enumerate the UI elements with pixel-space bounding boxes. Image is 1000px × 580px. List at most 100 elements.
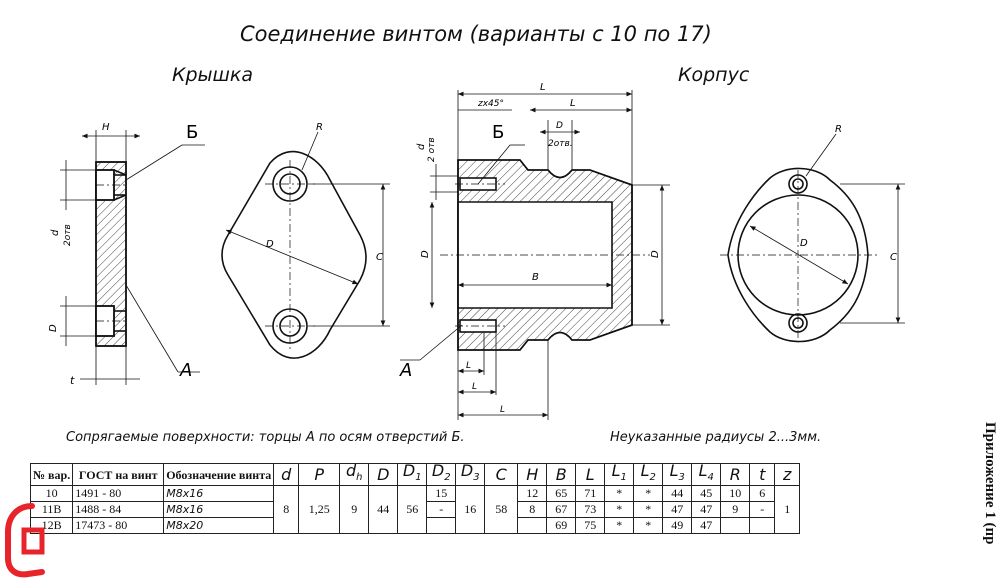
appendix-side-label: Приложение 1 (пр <box>982 422 998 545</box>
dim-L2: L <box>466 361 471 371</box>
cell-P: 1,25 <box>298 485 341 535</box>
col-L4: L4 <box>691 462 722 487</box>
cell-L1: * <box>604 501 635 519</box>
col-t: t <box>749 462 776 487</box>
cell-D: 44 <box>368 485 399 535</box>
cell-H <box>517 517 548 535</box>
dim-L4: L <box>570 98 576 109</box>
cell-B: 67 <box>546 501 577 519</box>
col-L3: L3 <box>662 462 693 487</box>
col-dh: dh <box>339 462 370 487</box>
body-section-view <box>400 90 670 420</box>
cell-L1: * <box>604 517 635 535</box>
cell-designation: M8x16 <box>163 501 275 519</box>
cell-L3: 49 <box>662 517 693 535</box>
col-D1: D1 <box>397 462 428 487</box>
cell-L2: * <box>633 501 664 519</box>
col-H: H <box>517 462 548 487</box>
dim-t: t <box>70 374 75 387</box>
cell-L4: 47 <box>691 517 722 535</box>
part-label-cover: Крышка <box>172 64 254 86</box>
col-z: z <box>774 462 801 487</box>
label-A-left: А <box>179 360 192 381</box>
cell-L2: * <box>633 485 664 503</box>
cell-D1: 56 <box>397 485 428 535</box>
label-B-left: Б <box>186 122 198 143</box>
col-d: d <box>273 462 300 487</box>
dim-d: d <box>416 143 427 150</box>
cell-L: 75 <box>575 517 606 535</box>
dim-D1-body: D <box>650 250 661 258</box>
dim-L3: L <box>500 405 505 415</box>
cell-z: 1 <box>774 485 801 535</box>
cell-designation: M8x16 <box>163 485 275 503</box>
dim-D2: D <box>48 324 59 332</box>
cell-L3: 47 <box>662 501 693 519</box>
cell-C: 58 <box>484 485 519 535</box>
dim-L: L <box>540 82 546 93</box>
cover-section-view <box>60 130 205 385</box>
col-gost: ГОСТ на винт <box>72 462 165 487</box>
dim-2holes-left: 2отв <box>63 224 73 246</box>
cell-gost: 1491 - 80 <box>72 485 165 503</box>
col-L2: L2 <box>633 462 664 487</box>
cell-gost: 1488 - 84 <box>72 501 165 519</box>
cell-H: 12 <box>517 485 548 503</box>
col-D2: D2 <box>426 462 457 487</box>
cell-B: 65 <box>546 485 577 503</box>
cell-designation: M8x20 <box>163 517 275 535</box>
cell-D2: 15 <box>426 485 457 503</box>
cell-t: 6 <box>749 485 776 503</box>
cover-front-view <box>221 131 390 359</box>
cell-L4: 45 <box>691 485 722 503</box>
body-front-view <box>720 133 905 343</box>
col-C: C <box>484 462 519 487</box>
cell-B: 69 <box>546 517 577 535</box>
cell-t <box>749 517 776 535</box>
cell-L: 73 <box>575 501 606 519</box>
cell-L2: * <box>633 517 664 535</box>
cell-R: 9 <box>720 501 751 519</box>
cell-num: 11B <box>29 501 74 519</box>
cell-D3: 16 <box>455 485 486 535</box>
cell-D2: - <box>426 501 457 519</box>
cell-H: 8 <box>517 501 548 519</box>
drawing-title: Соединение винтом (варианты с 10 по 17) <box>240 22 712 46</box>
brand-logo <box>5 503 45 578</box>
col-P: P <box>298 462 341 487</box>
dim-C-left: C <box>376 252 383 263</box>
part-label-body: Корпус <box>678 64 750 86</box>
note-radii: Неуказанные радиусы 2...3мм. <box>610 430 822 445</box>
cell-L: 71 <box>575 485 606 503</box>
col-designation: Обозначение винта <box>163 462 275 487</box>
cell-R: 10 <box>720 485 751 503</box>
dim-D: D <box>420 250 431 258</box>
cell-L3: 44 <box>662 485 693 503</box>
col-num: № вар. <box>29 462 74 487</box>
dim-R-left: R <box>316 122 323 133</box>
dim-D1-front: D <box>800 238 808 249</box>
dim-2holes-dot: 2отв. <box>548 139 573 149</box>
dim-D1-left: D <box>266 239 274 250</box>
cell-d: 8 <box>273 485 300 535</box>
col-B: B <box>546 462 577 487</box>
dim-D3: D <box>556 121 563 131</box>
dim-B: B <box>532 272 539 283</box>
cell-t: - <box>749 501 776 519</box>
col-D: D <box>368 462 399 487</box>
cell-gost: 17473 - 80 <box>72 517 165 535</box>
dim-L1: L <box>472 382 477 392</box>
dim-R-body: R <box>835 124 842 135</box>
col-L1: L1 <box>604 462 635 487</box>
dim-H: H <box>102 122 110 133</box>
cell-R <box>720 517 751 535</box>
cell-L4: 47 <box>691 501 722 519</box>
note-mating-surfaces: Сопрягаемые поверхности: торцы А по осям… <box>66 430 465 445</box>
label-B-body: Б <box>492 122 504 143</box>
label-A-body: А <box>399 360 412 381</box>
